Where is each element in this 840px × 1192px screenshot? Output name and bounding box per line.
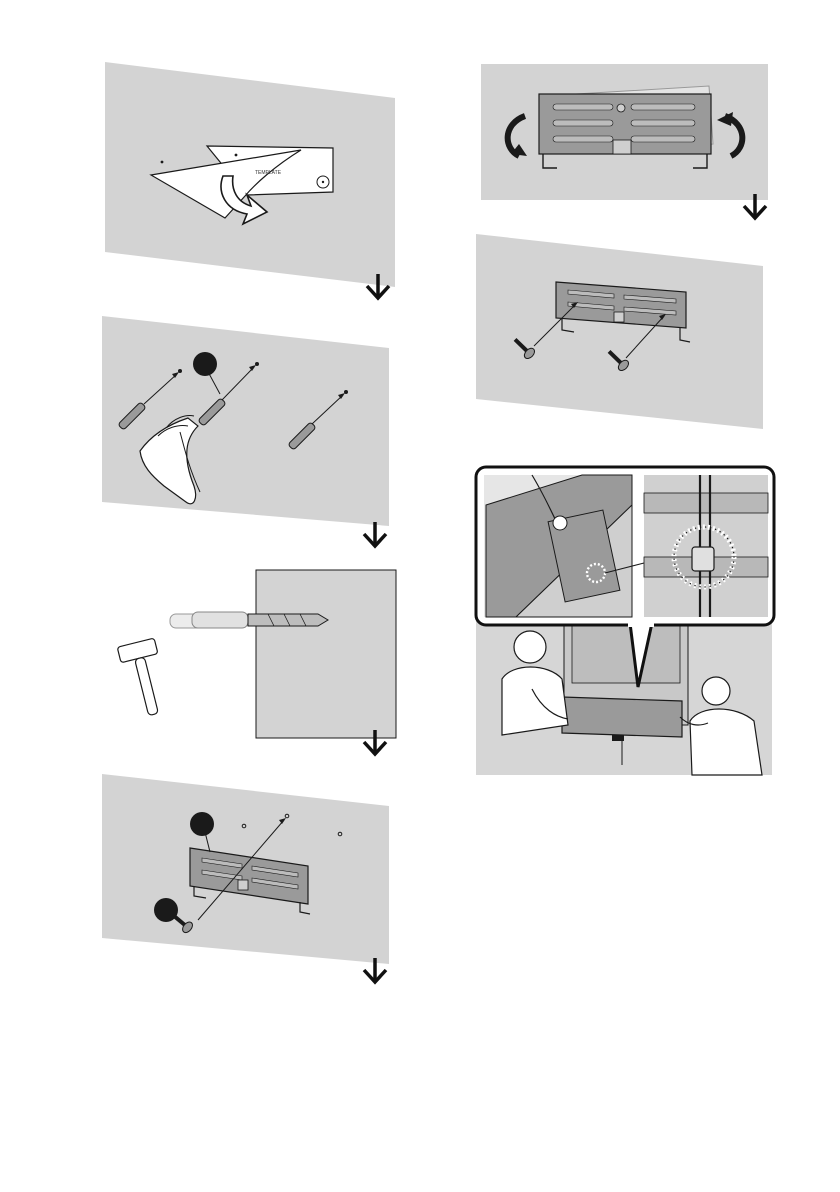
step-3-hammer-anchor bbox=[108, 570, 398, 740]
detail-hook bbox=[644, 475, 768, 617]
step-5-level-bracket bbox=[481, 64, 771, 204]
wall-panel bbox=[102, 316, 389, 526]
wall-panel bbox=[476, 234, 763, 429]
step-4-mount-bracket bbox=[102, 774, 392, 964]
down-arrow-icon bbox=[740, 192, 770, 222]
down-arrow-icon bbox=[360, 956, 390, 986]
step-1-peel-template: TEMPLATE bbox=[105, 62, 395, 287]
step-6-fix-screws bbox=[476, 234, 766, 429]
callout-marker bbox=[193, 352, 217, 376]
step-7-hang-tv bbox=[472, 465, 778, 777]
wall-cross-section bbox=[256, 570, 396, 738]
hammer-icon bbox=[117, 638, 172, 719]
detail-tv-back bbox=[484, 475, 644, 617]
tv-panel bbox=[562, 697, 682, 737]
template-label: TEMPLATE bbox=[255, 170, 282, 176]
wall-anchor-icon bbox=[248, 614, 328, 626]
callout-marker bbox=[154, 898, 178, 922]
down-arrow-icon bbox=[360, 520, 390, 550]
down-arrow-icon bbox=[363, 272, 393, 302]
callout-marker bbox=[190, 812, 214, 836]
down-arrow-icon bbox=[360, 728, 390, 758]
step-2-insert-anchors bbox=[102, 316, 392, 526]
